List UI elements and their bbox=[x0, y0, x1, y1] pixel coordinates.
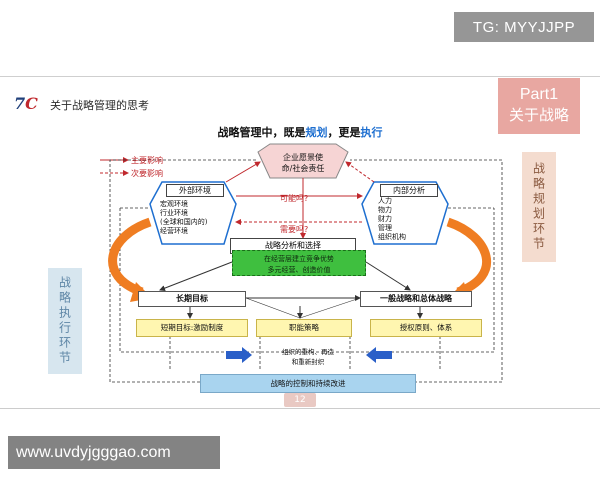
orange-arrow-left bbox=[108, 217, 152, 297]
diagram-heading: 战略管理中，既是规划，更是执行 bbox=[217, 126, 383, 139]
external-items: 宏观环境 行业环境 (全球和国内的) 经营环境 bbox=[160, 200, 208, 235]
long-term-goals: 长期目标 bbox=[138, 291, 246, 307]
internal-title: 内部分析 bbox=[380, 184, 438, 197]
part-badge: Part1 关于战略 bbox=[498, 78, 580, 134]
organization-note: 组织的重构、再造 和重新封织 bbox=[282, 348, 334, 366]
functional-strategy: 职能策略 bbox=[256, 319, 352, 337]
question-possible: 可能吗? bbox=[280, 194, 309, 203]
external-title: 外部环境 bbox=[166, 184, 224, 197]
competitive-advantage-box: 在经营层建立竞争优势 多元经营、创造价值 bbox=[232, 250, 366, 276]
internal-items: 人力 物力 财力 管理 组织机构 bbox=[378, 197, 406, 241]
execution-phase-label: 战略执行环节 bbox=[48, 268, 82, 374]
mission-text: 企业愿景使 命/社会责任 bbox=[281, 153, 325, 173]
watermark-top: TG: MYYJJPP bbox=[454, 12, 594, 42]
part-topic: 关于战略 bbox=[508, 107, 569, 124]
general-strategy: 一般战略和总体战略 bbox=[360, 291, 472, 307]
blue-arrow-right bbox=[226, 347, 252, 363]
page-number: 12 bbox=[284, 393, 316, 407]
part-number: Part1 bbox=[519, 86, 559, 103]
control-improvement: 战略的控制和持续改进 bbox=[200, 374, 416, 393]
short-term-goals: 短期目标:激励制度 bbox=[136, 319, 248, 337]
planning-phase-label: 战略规划环节 bbox=[522, 152, 556, 262]
legend-primary: 主要影响 bbox=[131, 156, 163, 165]
external-hexagon bbox=[149, 181, 237, 245]
orange-arrow-right bbox=[446, 217, 492, 297]
slide-bottom-rule bbox=[0, 408, 600, 409]
authority-principles: 授权原则、体系 bbox=[370, 319, 482, 337]
mission-hexagon bbox=[257, 143, 349, 179]
company-logo: 7C bbox=[14, 94, 38, 113]
watermark-bottom: www.uvdyjgggao.com bbox=[8, 436, 220, 469]
legend-secondary: 次要影响 bbox=[131, 169, 163, 178]
slide-top-rule bbox=[0, 76, 600, 77]
blue-arrow-left bbox=[366, 347, 392, 363]
slide-title: 关于战略管理的思考 bbox=[50, 99, 149, 112]
question-needed: 需要吗? bbox=[280, 225, 309, 234]
